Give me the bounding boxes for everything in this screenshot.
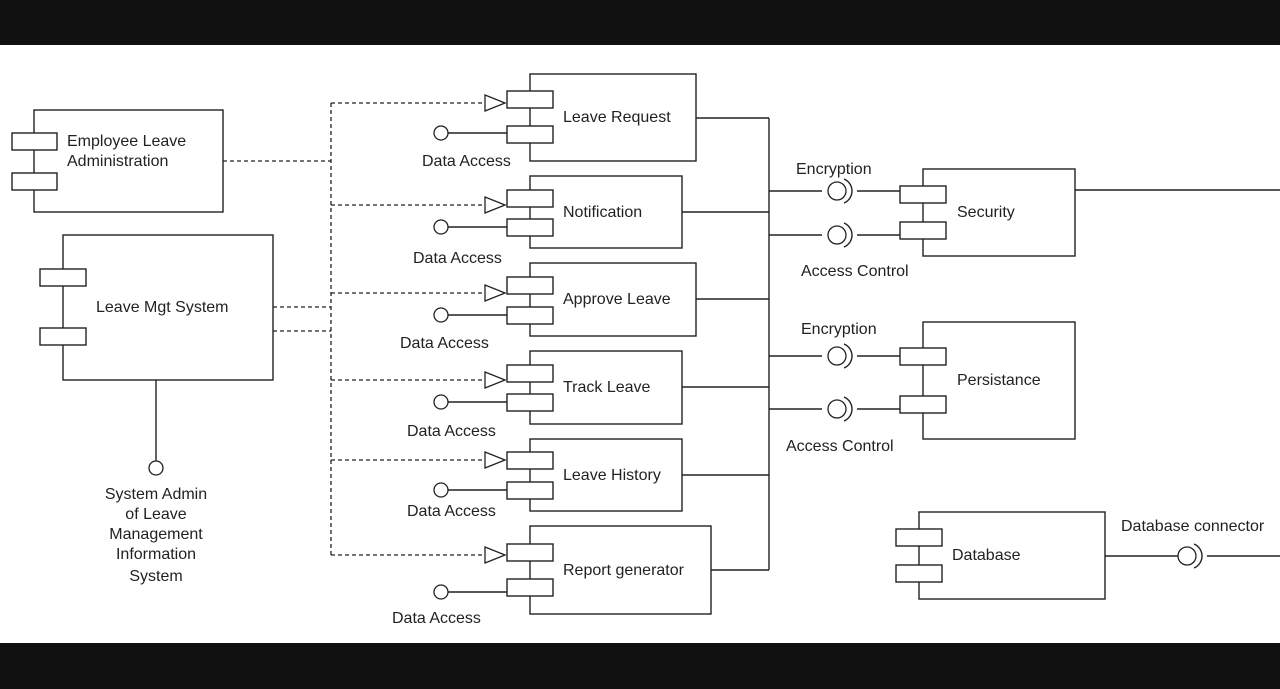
data-access-label: Data Access (407, 423, 496, 440)
data-access-label: Data Access (407, 503, 496, 520)
encryption-label: Encryption (796, 161, 872, 178)
database-label: Database (952, 547, 1021, 564)
database-connector-label: Database connector (1121, 518, 1265, 535)
access-control-label: Access Control (801, 263, 909, 280)
system-admin-label-1: System Admin (105, 486, 207, 503)
persistance-label: Persistance (957, 372, 1041, 389)
encryption-label: Encryption (801, 321, 877, 338)
system-admin-label-5: System (129, 568, 182, 585)
system-admin-label-2: of Leave (125, 506, 186, 523)
notification-label: Notification (563, 204, 642, 221)
approve-leave-label: Approve Leave (563, 291, 671, 308)
component-track-leave[interactable]: Track Leave Data Access (407, 350, 683, 440)
leave-mgt-system-label: Leave Mgt System (96, 299, 229, 316)
data-access-label: Data Access (400, 335, 489, 352)
component-persistance[interactable]: Persistance Encryption Access Control (786, 321, 1076, 455)
data-access-label: Data Access (413, 250, 502, 267)
component-employee-leave-administration[interactable]: Employee Leave Administration (11, 109, 224, 213)
bus-lines (682, 117, 822, 571)
security-label: Security (957, 204, 1015, 221)
employee-leave-admin-label-1: Employee Leave (67, 133, 186, 150)
leave-request-label: Leave Request (563, 109, 671, 126)
component-report-generator[interactable]: Report generator Data Access (392, 525, 712, 627)
component-leave-history[interactable]: Leave History Data Access (407, 438, 683, 520)
system-admin-label-3: Management (109, 526, 203, 543)
component-approve-leave[interactable]: Approve Leave Data Access (400, 262, 697, 352)
component-leave-request[interactable]: Leave Request Data Access (422, 73, 697, 170)
component-notification[interactable]: Notification Data Access (413, 175, 683, 267)
track-leave-label: Track Leave (563, 379, 651, 396)
system-admin-label-4: Information (116, 546, 196, 563)
data-access-label: Data Access (422, 153, 511, 170)
dependency-lines (223, 94, 507, 564)
component-security[interactable]: Security Encryption Access Control (796, 161, 1280, 280)
component-database[interactable]: Database Database connector (895, 511, 1280, 600)
report-generator-label: Report generator (563, 562, 685, 579)
diagram-canvas: Employee Leave Administration Leave Mgt … (0, 45, 1280, 643)
system-admin-interface: System Admin of Leave Management Informa… (105, 380, 207, 585)
data-access-label: Data Access (392, 610, 481, 627)
leave-history-label: Leave History (563, 467, 661, 484)
access-control-label: Access Control (786, 438, 894, 455)
employee-leave-admin-label-2: Administration (67, 153, 168, 170)
component-leave-mgt-system[interactable]: Leave Mgt System (39, 234, 274, 381)
